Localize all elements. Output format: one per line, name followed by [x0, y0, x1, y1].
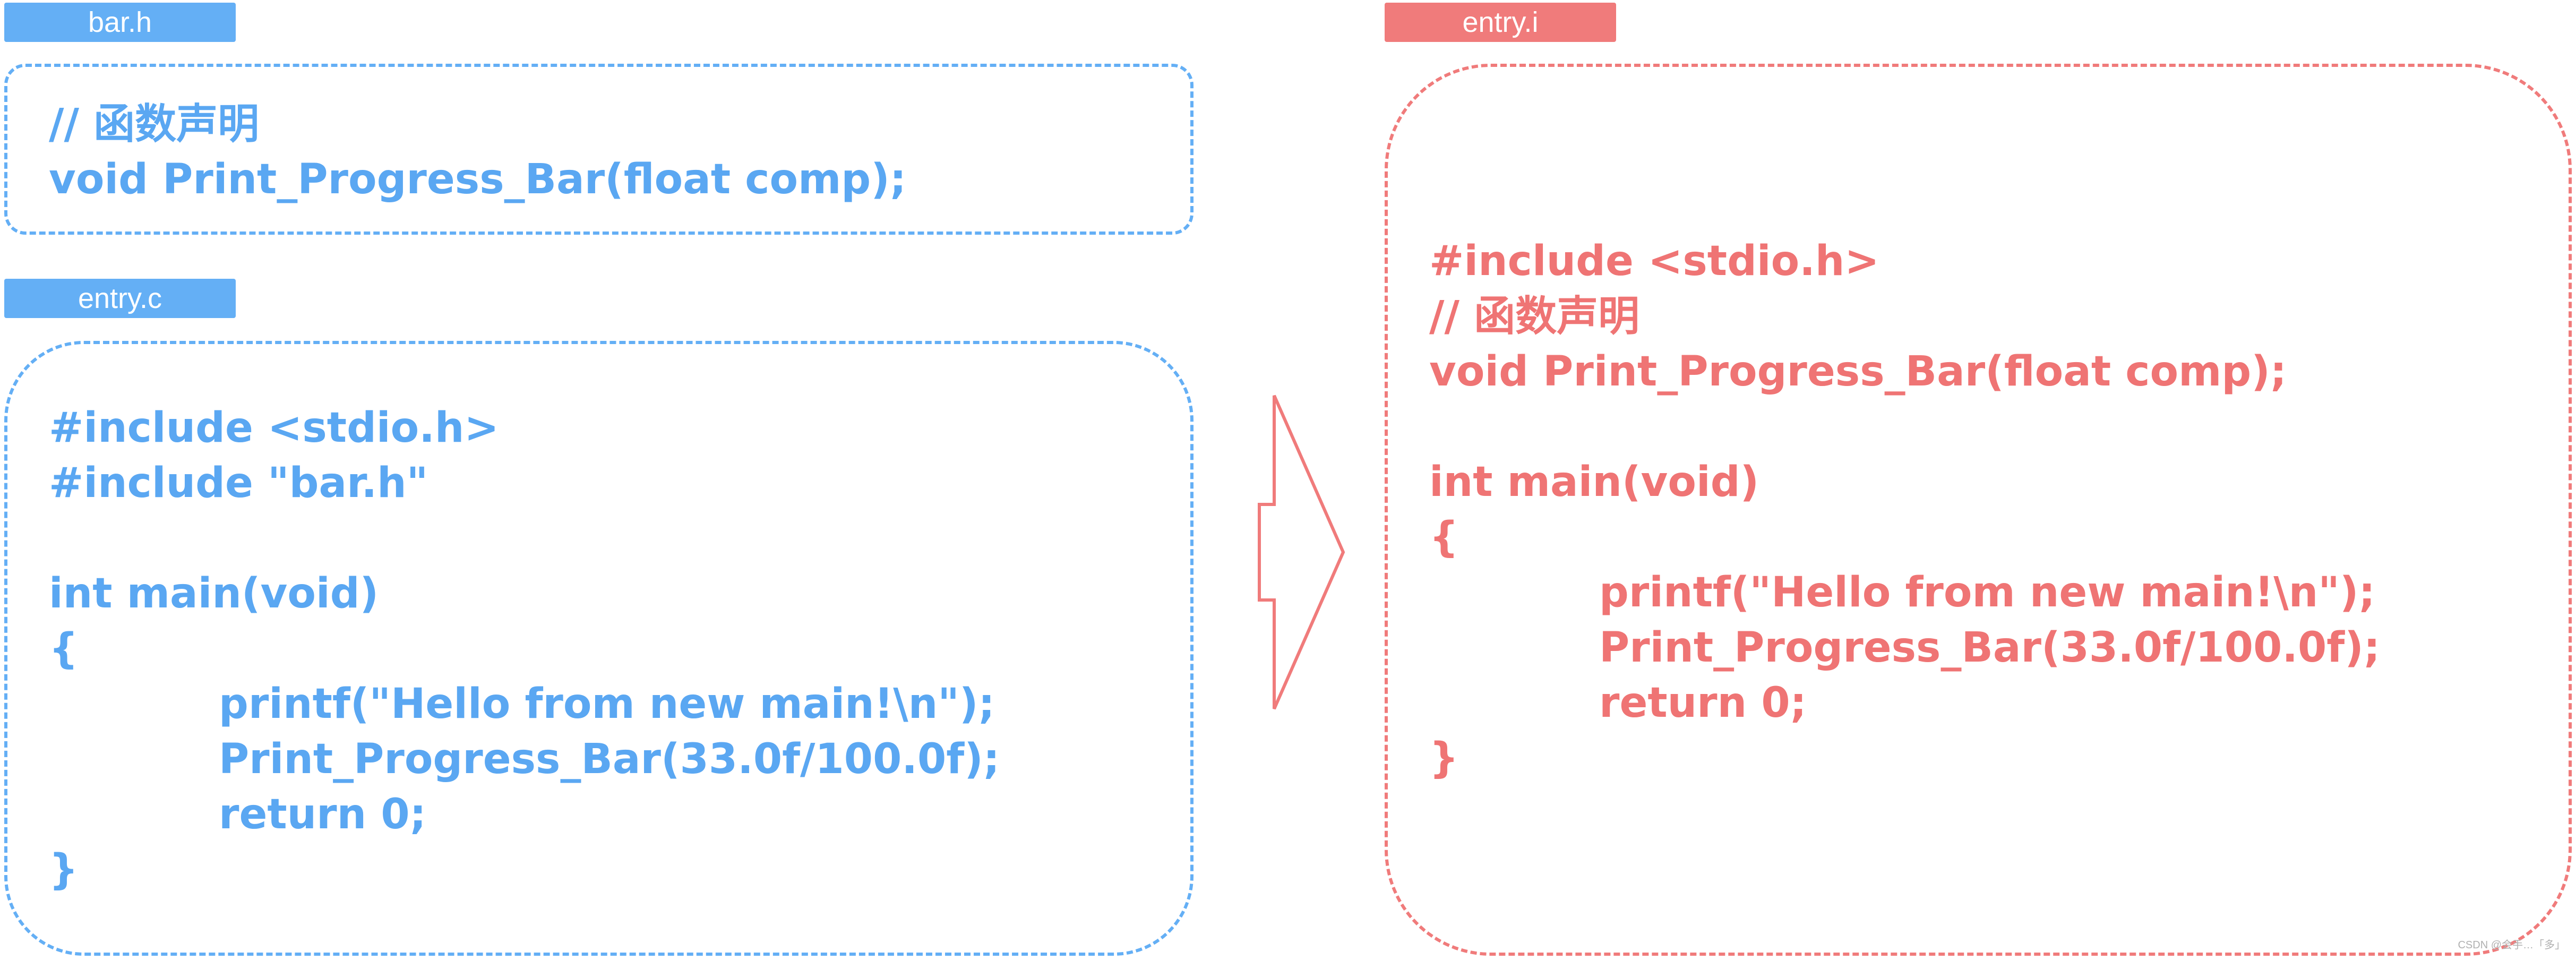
entry-i-tab: entry.i: [1385, 3, 1616, 42]
watermark: CSDN @会手…「多」: [2458, 939, 2565, 951]
code-line: printf("Hello from new main!\n");: [219, 680, 995, 728]
code-line: #include <stdio.h>: [1429, 237, 1879, 285]
code-line: [49, 511, 1000, 566]
bar-h-tab: bar.h: [4, 3, 236, 42]
code-line: // 函数声明: [1429, 293, 1640, 340]
code-line: int main(void): [49, 570, 379, 618]
code-line: [1429, 399, 2380, 455]
bar-h-code-box: [4, 64, 1193, 235]
code-line: int main(void): [1429, 458, 1759, 506]
code-line: return 0;: [219, 791, 426, 838]
code-line: {: [49, 625, 79, 673]
entry-c-tab: entry.c: [4, 279, 236, 318]
code-line: void Print_Progress_Bar(float comp);: [1429, 348, 2287, 396]
code-line: {: [1429, 513, 1459, 561]
right-arrow-icon: [1258, 395, 1345, 710]
code-line: }: [1429, 734, 1459, 782]
code-line: #include <stdio.h>: [49, 404, 499, 452]
code-line: Print_Progress_Bar(33.0f/100.0f);: [219, 735, 1000, 783]
code-line: #include "bar.h": [49, 459, 428, 507]
code-line: void Print_Progress_Bar(float comp);: [49, 156, 907, 203]
entry-i-code: #include <stdio.h> // 函数声明 void Print_Pr…: [1429, 234, 2380, 786]
entry-c-code: #include <stdio.h> #include "bar.h" int …: [49, 400, 1000, 897]
bar-h-code: // 函数声明 void Print_Progress_Bar(float co…: [49, 97, 906, 207]
code-line: return 0;: [1599, 679, 1807, 727]
code-line: printf("Hello from new main!\n");: [1599, 569, 2375, 616]
code-line: Print_Progress_Bar(33.0f/100.0f);: [1599, 624, 2381, 672]
code-line: }: [49, 846, 79, 894]
code-line: // 函数声明: [49, 100, 260, 148]
entry-c-code-box: [4, 341, 1193, 956]
entry-i-code-box: [1385, 64, 2572, 956]
